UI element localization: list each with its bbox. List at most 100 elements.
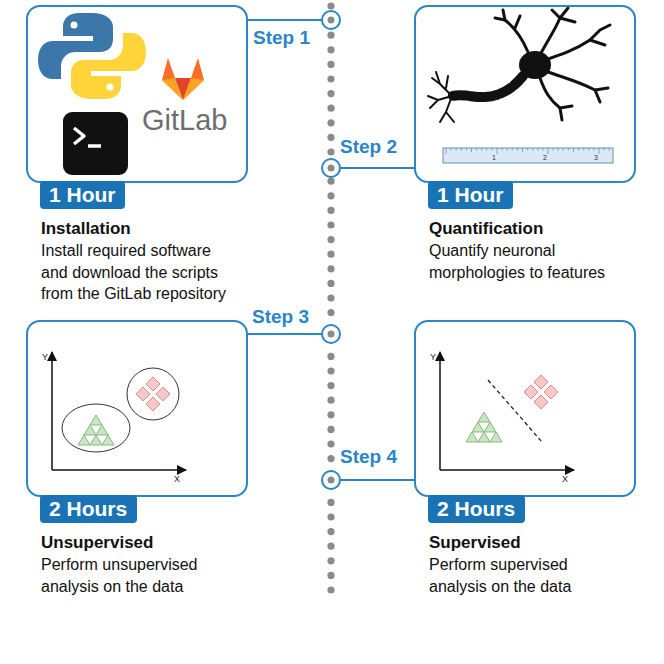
ruler-tick xyxy=(502,148,503,151)
neuron-drawing xyxy=(428,8,610,122)
ruler-tick xyxy=(532,148,533,151)
timeline-dot xyxy=(327,572,334,579)
step-description: Install required software and download t… xyxy=(41,240,237,305)
step-label: Step 1 xyxy=(253,27,310,48)
timeline-dot xyxy=(327,221,334,228)
python-logo xyxy=(38,13,146,99)
timeline-dot xyxy=(327,367,334,374)
timeline-dot xyxy=(327,90,334,97)
diamond-point xyxy=(524,385,538,399)
duration-tab: 1 Hour xyxy=(40,181,125,209)
ruler-tick xyxy=(604,148,605,151)
triangle-point xyxy=(490,432,502,442)
ruler-tick xyxy=(456,148,457,151)
timeline-dot xyxy=(327,61,334,68)
diamond-point xyxy=(534,375,548,389)
timeline-dot xyxy=(327,251,334,258)
timeline-dot xyxy=(327,411,334,418)
triangle-point xyxy=(478,432,490,442)
gitlab-logo xyxy=(162,58,204,100)
timeline-dot xyxy=(327,178,334,185)
ruler-tick xyxy=(517,148,518,151)
classifier-plot xyxy=(440,352,574,470)
timeline-dot xyxy=(327,543,334,550)
timeline-dot xyxy=(327,455,334,462)
step-panel: UnsupervisedPerform unsupervised analysi… xyxy=(26,320,248,497)
timeline-dot xyxy=(327,528,334,535)
ruler-tick xyxy=(446,148,447,154)
timeline-dot xyxy=(327,280,334,287)
timeline-dot xyxy=(327,382,334,389)
diamond-point xyxy=(136,387,150,401)
ruler-tick xyxy=(491,148,492,151)
triangle-point xyxy=(90,435,102,445)
step-heading: Supervised xyxy=(429,533,521,553)
timeline-dot xyxy=(327,32,334,39)
ruler-tick xyxy=(522,148,523,152)
duration-tab: 2 Hours xyxy=(428,495,525,523)
triangle-point xyxy=(484,422,496,432)
ruler-tick xyxy=(497,148,498,154)
triangle-point xyxy=(472,422,484,432)
timeline-dot xyxy=(327,75,334,82)
ruler-tick xyxy=(573,148,574,152)
diamond-point xyxy=(534,395,548,409)
timeline-dot xyxy=(327,105,334,112)
ruler-tick xyxy=(486,148,487,151)
timeline-dot xyxy=(327,207,334,214)
ruler-tick xyxy=(583,148,584,151)
ruler-tick xyxy=(466,148,467,151)
step-panel: QuantificationQuantify neuronal morpholo… xyxy=(414,5,636,183)
triangle-point xyxy=(84,425,96,435)
ruler-tick xyxy=(609,148,610,151)
ruler-number: 1 xyxy=(492,154,496,162)
triangle-point xyxy=(102,435,114,445)
axis-label: X xyxy=(562,474,568,484)
diamond-point xyxy=(156,387,170,401)
triangle-point xyxy=(466,432,478,442)
timeline-dot xyxy=(327,440,334,447)
axis-label: X xyxy=(174,474,180,484)
diamond-point xyxy=(146,377,160,391)
timeline-dot xyxy=(327,426,334,433)
timeline-dot xyxy=(327,353,334,360)
ruler-tick xyxy=(553,148,554,151)
terminal-icon xyxy=(63,112,128,175)
duration-text: 2 Hours xyxy=(49,497,127,520)
ruler-tick xyxy=(599,148,600,154)
ruler-tick xyxy=(537,148,538,151)
duration-text: 2 Hours xyxy=(437,497,515,520)
triangle-point xyxy=(96,425,108,435)
timeline-dot xyxy=(327,265,334,272)
timeline-dot xyxy=(327,119,334,126)
step-circles xyxy=(322,11,340,489)
timeline-dot xyxy=(327,513,334,520)
step-lines xyxy=(248,20,414,480)
step-heading: Quantification xyxy=(429,219,543,239)
timeline-dot xyxy=(327,309,334,316)
timeline-dot xyxy=(327,499,334,506)
timeline-dot xyxy=(327,148,334,155)
axis-label: Y xyxy=(42,352,48,362)
timeline-dot xyxy=(327,557,334,564)
diamond-point xyxy=(544,385,558,399)
duration-text: 1 Hour xyxy=(49,183,116,206)
ruler-tick xyxy=(451,148,452,151)
step-label: Step 4 xyxy=(340,446,397,467)
axis-label: Y xyxy=(430,352,436,362)
ruler-tick xyxy=(548,148,549,154)
timeline-dot xyxy=(327,397,334,404)
step-label: Step 3 xyxy=(252,306,309,327)
cluster-plot xyxy=(52,352,186,470)
ruler-tick xyxy=(507,148,508,151)
step-description: Perform unsupervised analysis on the dat… xyxy=(41,554,237,597)
duration-tab: 2 Hours xyxy=(40,495,137,523)
ruler-tick xyxy=(461,148,462,151)
ruler-tick xyxy=(527,148,528,151)
ruler-number: 3 xyxy=(594,154,598,162)
duration-tab: 1 Hour xyxy=(428,181,513,209)
step-description: Perform supervised analysis on the data xyxy=(429,554,625,597)
timeline-dot xyxy=(327,134,334,141)
ruler-number: 2 xyxy=(543,154,547,162)
step-panel: InstallationInstall required software an… xyxy=(26,5,248,183)
